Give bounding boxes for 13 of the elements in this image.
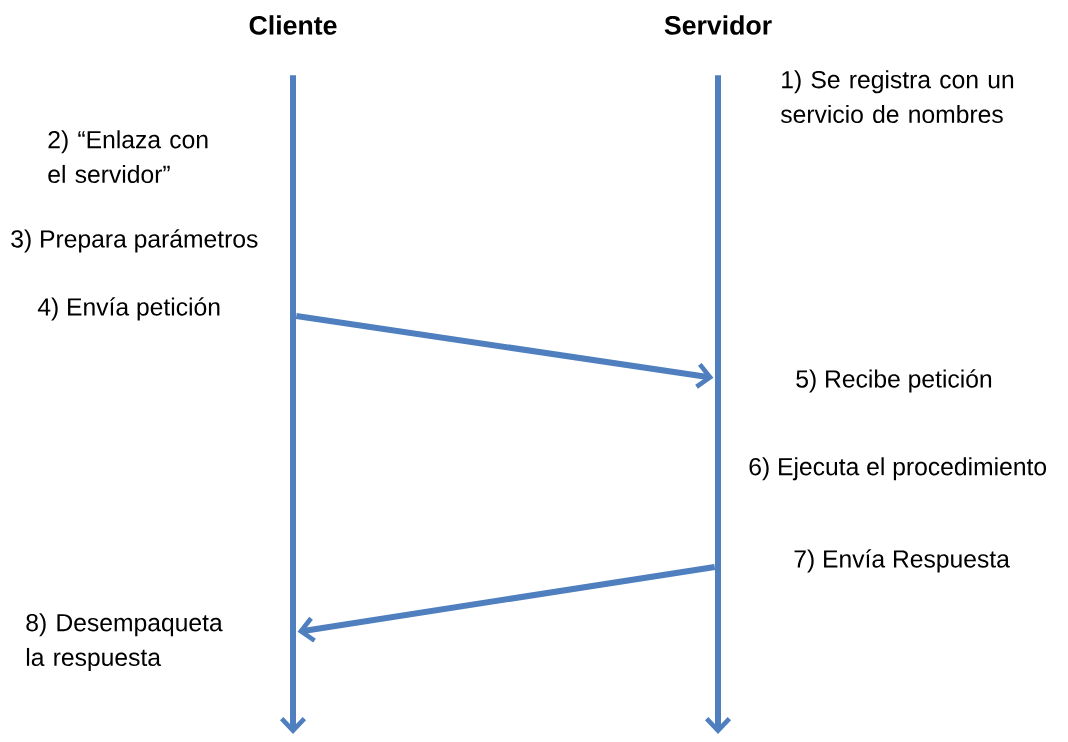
- step-label: 3) Prepara parámetros: [11, 229, 258, 253]
- message-arrow: [295, 313, 714, 389]
- timeline-arrow: [279, 75, 307, 734]
- step-label: 2) “Enlaza con el servidor”: [48, 130, 208, 184]
- timeline-arrow: [704, 75, 732, 734]
- step-label: 8) Desempaqueta la respuesta: [26, 613, 223, 671]
- step-label: 7) Envía Respuesta: [794, 549, 1010, 573]
- step-label: 5) Recibe petición: [796, 369, 992, 393]
- lifeline-heading: Cliente: [249, 15, 337, 35]
- message-arrow: [297, 564, 716, 643]
- step-label: 1) Se registra con un servicio de nombres: [780, 70, 1014, 124]
- step-label: 4) Envía petición: [37, 297, 220, 321]
- lifeline-heading: Servidor: [664, 15, 772, 35]
